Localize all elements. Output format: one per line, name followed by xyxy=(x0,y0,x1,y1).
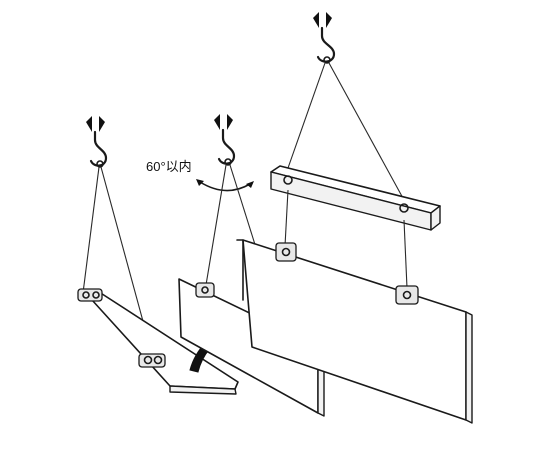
hook-right-curve xyxy=(316,26,336,63)
right-lift-assembly xyxy=(236,12,473,424)
rope-right-b xyxy=(328,62,405,201)
rope-middle-a xyxy=(205,164,227,286)
plate-right-corner-line xyxy=(236,239,244,301)
plate-right-edge xyxy=(465,311,473,424)
hook-left xyxy=(86,116,108,168)
angle-arc-arrow-l xyxy=(196,179,204,186)
clamp-left-2 xyxy=(138,353,166,368)
rope-beam-right xyxy=(403,219,408,289)
rope-right-a xyxy=(287,62,326,169)
beam-lug-left xyxy=(283,175,293,185)
left-lift-assembly xyxy=(77,116,239,395)
beam-end xyxy=(430,205,441,231)
rope-beam-left xyxy=(284,189,289,247)
clamp-left-1 xyxy=(77,288,103,302)
angle-arc xyxy=(199,181,251,192)
spreader-beam xyxy=(270,165,441,231)
hook-left-mark-l xyxy=(86,116,92,132)
plate-right xyxy=(242,239,467,421)
hook-right xyxy=(313,12,336,64)
hook-left-curve xyxy=(89,130,108,167)
hook-left-mark-r xyxy=(99,116,105,132)
hook-middle-curve xyxy=(217,128,236,165)
clamp-right-1 xyxy=(275,242,297,262)
rope-left-a xyxy=(82,166,100,294)
angle-arc-arrow-r xyxy=(246,181,254,188)
hook-middle xyxy=(214,114,236,166)
clamp-middle-1 xyxy=(195,282,215,298)
angle-limit-label: 60°以内 xyxy=(146,159,192,174)
plate-left-edge xyxy=(169,385,237,395)
clamp-right-2 xyxy=(395,285,419,305)
beam-lug-right xyxy=(399,203,409,213)
